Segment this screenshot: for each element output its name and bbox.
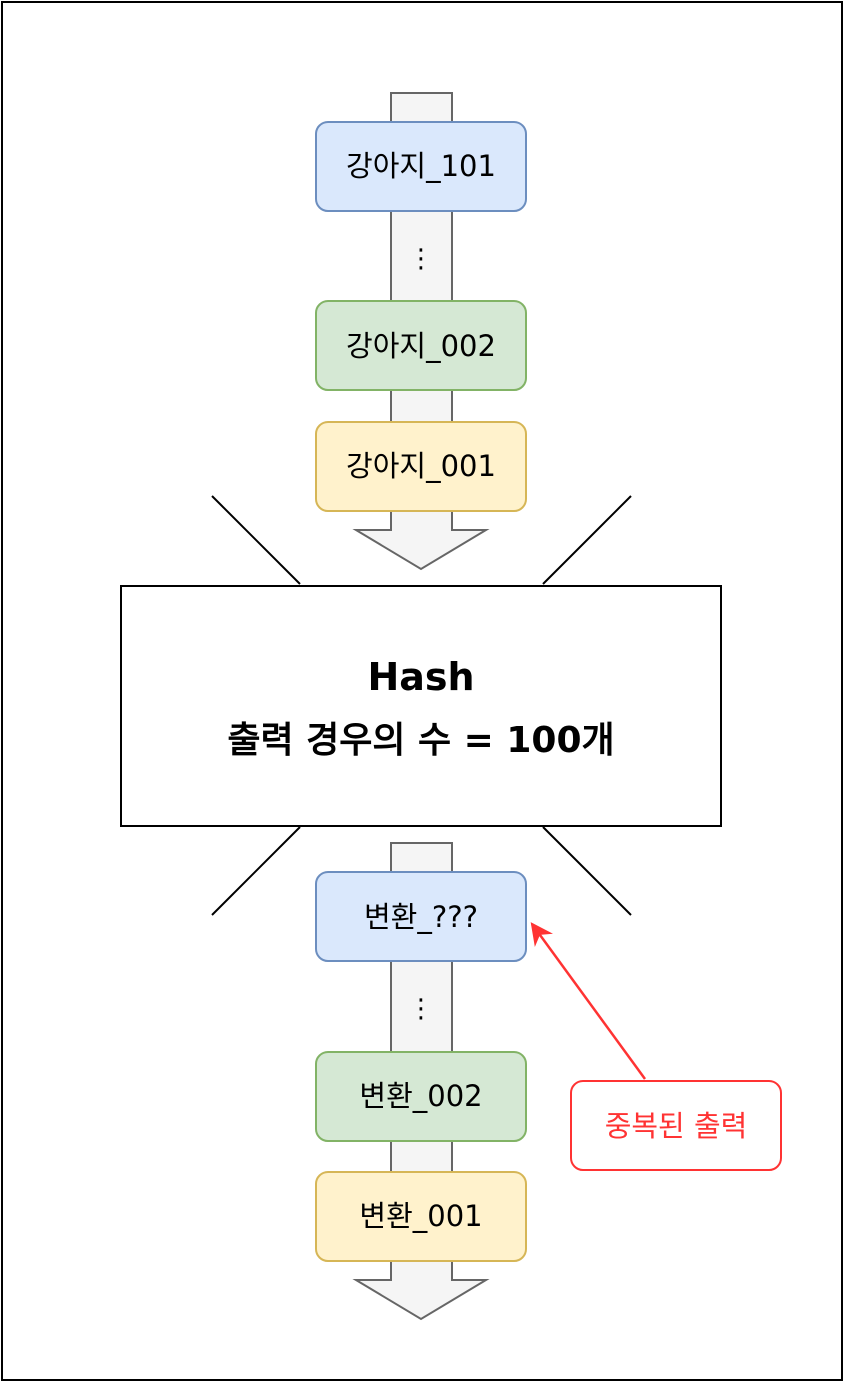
funnel-line-bottom-left [211,826,301,916]
output-label-001: 변환_001 [359,1199,482,1233]
callout-label: 중복된 출력 [605,1109,748,1143]
funnel-line-top-left [211,495,301,585]
output-box-unknown: 변환_??? [315,871,527,962]
output-box-001: 변환_001 [315,1171,527,1262]
input-ellipsis: ⋮ [408,244,434,274]
input-label-001: 강아지_001 [346,449,496,483]
hash-title: Hash [367,655,474,699]
output-box-002: 변환_002 [315,1051,527,1142]
hash-box: Hash 출력 경우의 수 = 100개 [120,585,722,827]
funnel-line-bottom-right [542,826,632,916]
duplicate-output-callout: 중복된 출력 [570,1080,782,1171]
input-label-101: 강아지_101 [346,149,496,183]
output-label-002: 변환_002 [359,1079,482,1113]
hash-subtitle: 출력 경우의 수 = 100개 [227,720,614,761]
input-box-002: 강아지_002 [315,300,527,391]
input-label-002: 강아지_002 [346,329,496,363]
callout-arrow [530,922,647,1080]
input-box-001: 강아지_001 [315,421,527,512]
input-box-101: 강아지_101 [315,121,527,212]
funnel-line-top-right [542,495,632,585]
output-label-unknown: 변환_??? [364,900,478,934]
output-ellipsis: ⋮ [408,994,434,1024]
